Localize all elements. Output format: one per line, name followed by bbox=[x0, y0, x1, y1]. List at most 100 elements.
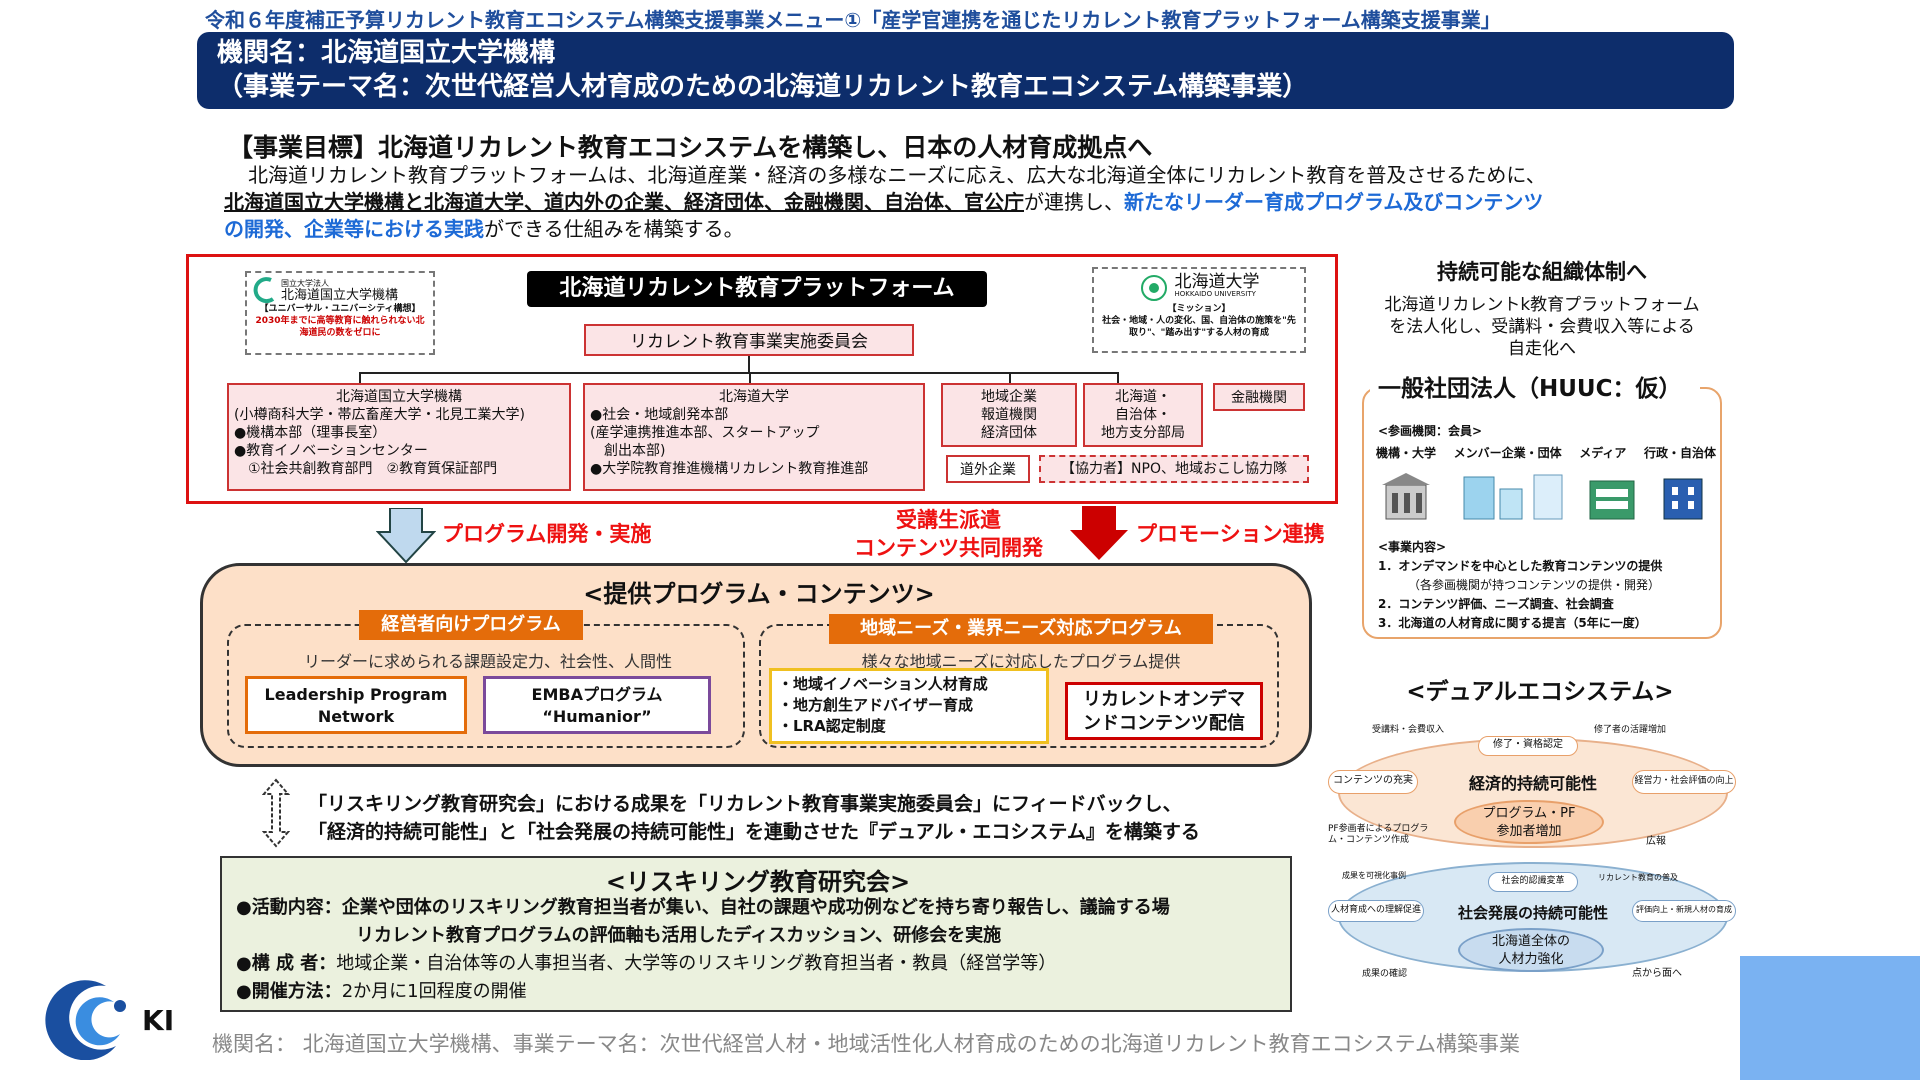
kiko-crescent-logo-icon bbox=[45, 980, 126, 1060]
economic-left-node: コンテンツの充実 bbox=[1328, 770, 1418, 794]
office-tower-icon bbox=[1533, 474, 1563, 520]
activity-row: ●活動内容：企業や団体のリスキリング教育担当者が集い、自社の課題や成功例などを持… bbox=[236, 894, 1170, 922]
connector-v bbox=[748, 356, 750, 374]
university-building-icon bbox=[1382, 473, 1430, 520]
lpn-line-2: Network bbox=[317, 707, 395, 726]
flow-label-dispatch: 受講生派遣 コンテンツ共同開発 bbox=[854, 506, 1043, 562]
emba-line-2: “Humanior” bbox=[542, 707, 652, 726]
activity-text-2: リカレント教育プログラムの評価軸も活用したディスカッション、研修会を実施 bbox=[356, 925, 1002, 946]
huuc-title: 一般社団法人（HUUC：仮） bbox=[1370, 369, 1700, 405]
title-banner: 機関名：北海道国立大学機構 （事業テーマ名：次世代経営人材育成のための北海道リカ… bbox=[197, 32, 1734, 109]
economic-tl: 受講料・会費収入 bbox=[1372, 725, 1445, 735]
kiko-logo-small: 国立大学法人 bbox=[281, 279, 329, 288]
kiko-logo-icon bbox=[253, 277, 275, 303]
connector-3 bbox=[1009, 372, 1011, 384]
kiko-logo-card: 国立大学法人 北海道国立大学機構 【ユニバーサル・ユニバーシティ構想】 2030… bbox=[245, 271, 435, 355]
lpn-box: Leadership Program Network bbox=[245, 676, 467, 734]
mid-right-note: 広報 bbox=[1646, 836, 1666, 847]
flow-label-dispatch-2: コンテンツ共同開発 bbox=[854, 536, 1043, 560]
connector-4 bbox=[1117, 372, 1119, 384]
member-type: メンバー企業・団体 bbox=[1453, 446, 1562, 460]
connector-h bbox=[359, 372, 1119, 374]
connector-2 bbox=[749, 372, 751, 384]
goal-p3: の開発、企業等における実践ができる仕組みを構築する。 bbox=[224, 216, 1704, 243]
emba-line-1: EMBAプログラム bbox=[531, 685, 663, 704]
content-item: 2．コンテンツ評価、ニーズ調査、社会調査 bbox=[1378, 597, 1614, 611]
government-box-line: 自治体・ bbox=[1115, 407, 1171, 423]
government-box-line: 地方支分部局 bbox=[1101, 425, 1185, 441]
government-box-line: 北海道・ bbox=[1115, 389, 1171, 405]
region-programs: 様々な地域ニーズに対応したプログラム提供 ・地域イノベーション人材育成 ・地方創… bbox=[759, 624, 1279, 748]
connector-1 bbox=[359, 372, 361, 384]
kiko-box-line: ①社会共創教育部門 ②教育質保証部門 bbox=[248, 461, 498, 477]
mid-left-note-1: PF参画者によるプログラ bbox=[1328, 824, 1429, 834]
activity-text: 企業や団体のリスキリング教育担当者が集い、自社の課題や成功例などを持ち寄り報告し… bbox=[341, 897, 1170, 918]
sustain-desc-3: 自走化へ bbox=[1508, 339, 1576, 359]
social-tr: リカレント教育の普及 bbox=[1598, 873, 1678, 882]
sustain-desc-2: を法人化し、受講料・会費収入等による bbox=[1389, 317, 1695, 337]
member-type: 行政・自治体 bbox=[1643, 446, 1716, 460]
hokudai-logo-row: 北海道大学 HOKKAIDO UNIVERSITY bbox=[1098, 273, 1300, 303]
goal-highlight-2: の開発、企業等における実践 bbox=[224, 217, 484, 241]
org-name: 機関名：北海道国立大学機構 bbox=[217, 38, 556, 68]
hokudai-box-line: 北海道大学 bbox=[719, 389, 789, 405]
economic-center-1: プログラム・PF bbox=[1482, 806, 1576, 821]
region-list-item: ・地域イノベーション人材育成 bbox=[778, 675, 988, 693]
business-box: 地域企業 報道機関 経済団体 bbox=[941, 383, 1077, 447]
social-top-node: 社会的認識変革 bbox=[1488, 872, 1578, 892]
reskilling-panel: <リスキリング教育研究会> ●活動内容：企業や団体のリスキリング教育担当者が集い… bbox=[220, 856, 1292, 1012]
region-list-box: ・地域イノベーション人材育成 ・地方創生アドバイザー育成 ・LRA認定制度 bbox=[769, 668, 1049, 744]
sustain-title: 持続可能な組織体制へ bbox=[1437, 260, 1647, 284]
social-right-node: 評価向上・新規人材の育成 bbox=[1632, 900, 1736, 922]
business-box-line: 報道機関 bbox=[981, 407, 1037, 423]
programs-panel: <提供プログラム・コンテンツ> リーダーに求められる課題設定力、社会性、人間性 … bbox=[200, 563, 1312, 767]
member-type: メディア bbox=[1579, 446, 1627, 460]
economic-right-node: 経営力・社会評価の向上 bbox=[1632, 770, 1736, 794]
exec-desc: リーダーに求められる課題設定力、社会性、人間性 bbox=[303, 652, 672, 671]
economic-top-node: 修了・資格認定 bbox=[1478, 736, 1578, 756]
footer-text: 機関名： 北海道国立大学機構、事業テーマ名：次世代経営人材・地域活性化人材育成の… bbox=[212, 1032, 1521, 1056]
goal-p1: 北海道リカレント教育プラットフォームは、北海道産業・経済の多様なニーズに応え、広… bbox=[248, 163, 1546, 187]
city-hall-icon bbox=[1663, 478, 1703, 520]
ondemand-line-1: リカレントオンデマ bbox=[1083, 689, 1245, 710]
bank-box: 金融機関 bbox=[1213, 383, 1305, 411]
activity-label: ●活動内容： bbox=[236, 897, 342, 918]
member-type: 機構・大学 bbox=[1376, 446, 1437, 460]
platform-box: 北海道リカレント教育プラットフォーム 国立大学法人 北海道国立大学機構 【ユニバ… bbox=[186, 254, 1338, 504]
region-list-item: ・LRA認定制度 bbox=[778, 717, 886, 735]
mid-left-note: PF参画者によるプログラ ム・コンテンツ作成 bbox=[1328, 824, 1428, 846]
social-ring-label: 社会発展の持続可能性 bbox=[1457, 904, 1608, 922]
npo-box: 【協力者】NPO、地域おこし協力隊 bbox=[1039, 455, 1309, 483]
goal-highlight-1: 新たなリーダー育成プログラム及びコンテンツ bbox=[1124, 190, 1544, 214]
kiko-box-line: ●機構本部（理事長室） bbox=[234, 425, 387, 441]
kiko-logo-row: 国立大学法人 北海道国立大学機構 bbox=[251, 277, 429, 303]
frequency-text: 2か月に1回程度の開催 bbox=[341, 981, 527, 1002]
member-types: 機構・大学 メンバー企業・団体 メディア 行政・自治体 bbox=[1376, 445, 1716, 461]
reskilling-title: <リスキリング教育研究会> bbox=[605, 868, 911, 896]
hokudai-box-line: (産学連携推進本部、スタートアップ bbox=[590, 425, 820, 441]
sustain-desc: 北海道リカレントk教育プラットフォーム を法人化し、受講料・会費収入等による 自… bbox=[1350, 294, 1734, 360]
dual-diagram: 経済的持続可能性 プログラム・PF 参加者増加 コンテンツの充実 経営力・社会評… bbox=[1328, 722, 1738, 982]
hokudai-box-line: ●社会・地域創発本部 bbox=[590, 407, 729, 423]
bidirectional-arrow-icon bbox=[262, 778, 290, 848]
kiko-box-line: (小樽商科大学・帯広畜産大学・北見工業大学) bbox=[234, 407, 525, 423]
social-left-node: 人材育成への理解促進 bbox=[1328, 900, 1424, 922]
region-list-item: ・地方創生アドバイザー育成 bbox=[778, 696, 974, 714]
outside-company-box: 道外企業 bbox=[946, 455, 1030, 483]
goal-p2: 北海道国立大学機構と北海道大学、道内外の企業、経済団体、金融機関、自治体、官公庁… bbox=[224, 189, 1704, 216]
committee-box: リカレント教育事業実施委員会 bbox=[584, 324, 914, 356]
kiko-box-line: 北海道国立大学機構 bbox=[336, 389, 462, 405]
kiko-logo-name: 北海道国立大学機構 bbox=[281, 288, 399, 303]
kiko-concept: 【ユニバーサル・ユニバーシティ構想】 bbox=[259, 304, 421, 314]
economic-tr: 修了者の活躍増加 bbox=[1594, 725, 1667, 735]
members-label: <参画機関：会員> bbox=[1378, 424, 1483, 438]
theme-name: （事業テーマ名：次世代経営人材育成のための北海道リカレント教育エコシステム構築事… bbox=[217, 72, 1309, 102]
kiko-box: 北海道国立大学機構 (小樽商科大学・帯広畜産大学・北見工業大学) ●機構本部（理… bbox=[227, 383, 571, 491]
lpn-line-1: Leadership Program bbox=[264, 685, 448, 704]
hokudai-mission: 【ミッション】 bbox=[1167, 304, 1231, 314]
corner-decoration bbox=[1740, 956, 1920, 1080]
social-center-1: 北海道全体の bbox=[1491, 934, 1570, 949]
social-br: 点から面へ bbox=[1632, 968, 1682, 979]
hokudai-emblem-icon bbox=[1140, 275, 1167, 301]
office-building-icon bbox=[1463, 476, 1523, 520]
